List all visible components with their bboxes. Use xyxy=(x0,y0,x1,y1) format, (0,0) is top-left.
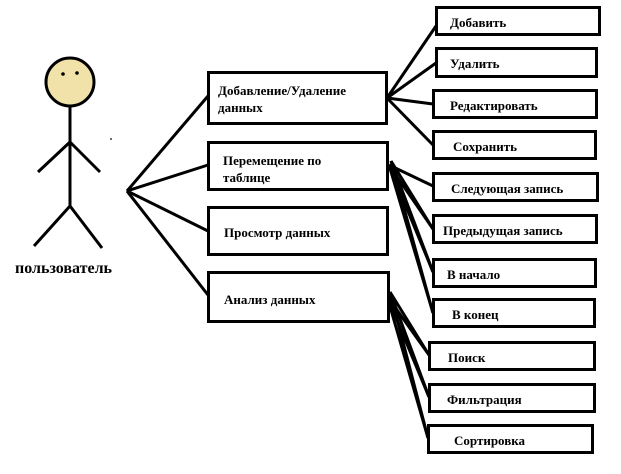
action-prev-label: Предыдущая запись xyxy=(443,223,563,238)
actor-head xyxy=(44,56,96,108)
action-prev: Предыдущая запись xyxy=(432,214,598,244)
actor-eye-left xyxy=(61,72,65,76)
action-edit-label: Редактировать xyxy=(450,98,538,113)
connector-actor-view xyxy=(126,189,209,233)
action-next: Следующая запись xyxy=(432,172,599,202)
category-navigate: Перемещение по таблице xyxy=(207,141,389,191)
stray-dot xyxy=(110,138,112,140)
category-analyze: Анализ данных xyxy=(207,271,390,323)
action-start-label: В начало xyxy=(447,267,501,282)
action-save: Сохранить xyxy=(432,130,597,160)
action-end-label: В конец xyxy=(452,307,499,322)
navigate-connectors xyxy=(387,160,435,314)
action-search: Поиск xyxy=(428,341,596,371)
actor-leg-left xyxy=(32,204,72,248)
add-remove-connectors xyxy=(385,25,438,147)
connector-actor-navigate xyxy=(126,163,209,193)
action-add-label: Добавить xyxy=(450,15,507,30)
category-navigate-label: Перемещение по таблице xyxy=(223,153,322,185)
action-delete-label: Удалить xyxy=(450,56,500,71)
action-sort-label: Сортировка xyxy=(454,433,526,448)
connector-add-remove-save xyxy=(385,96,435,147)
connector-add-remove-edit xyxy=(386,96,434,106)
analyze-connectors xyxy=(385,291,431,439)
actor-eye-right xyxy=(75,71,79,75)
category-add-remove-label: Добавление/Удаление данных xyxy=(218,83,347,115)
action-filter: Фильтрация xyxy=(428,383,596,413)
action-start: В начало xyxy=(432,258,597,288)
connector-actor-analyze xyxy=(125,190,210,296)
connector-add-remove-delete xyxy=(386,61,437,100)
actor-figure xyxy=(32,56,104,249)
category-view-label: Просмотр данных xyxy=(224,225,331,240)
action-search-label: Поиск xyxy=(448,350,486,365)
action-edit: Редактировать xyxy=(432,89,598,119)
connector-actor-add-remove xyxy=(125,95,210,192)
action-save-label: Сохранить xyxy=(453,139,518,154)
category-add-remove: Добавление/Удаление данных xyxy=(207,71,388,125)
action-delete: Удалить xyxy=(435,47,598,78)
action-end: В конец xyxy=(432,298,596,328)
category-view: Просмотр данных xyxy=(207,206,389,256)
actor-leg-right xyxy=(68,205,104,249)
actor-arm-left xyxy=(36,140,72,174)
category-analyze-label: Анализ данных xyxy=(224,292,316,307)
action-filter-label: Фильтрация xyxy=(447,392,522,407)
actor-connectors xyxy=(125,95,210,296)
connector-add-remove-add xyxy=(385,25,438,99)
action-next-label: Следующая запись xyxy=(451,181,564,196)
action-sort: Сортировка xyxy=(427,424,594,454)
actor-label: пользователь xyxy=(15,260,113,277)
action-add: Добавить xyxy=(435,6,601,36)
actor-arm-right xyxy=(68,140,102,174)
